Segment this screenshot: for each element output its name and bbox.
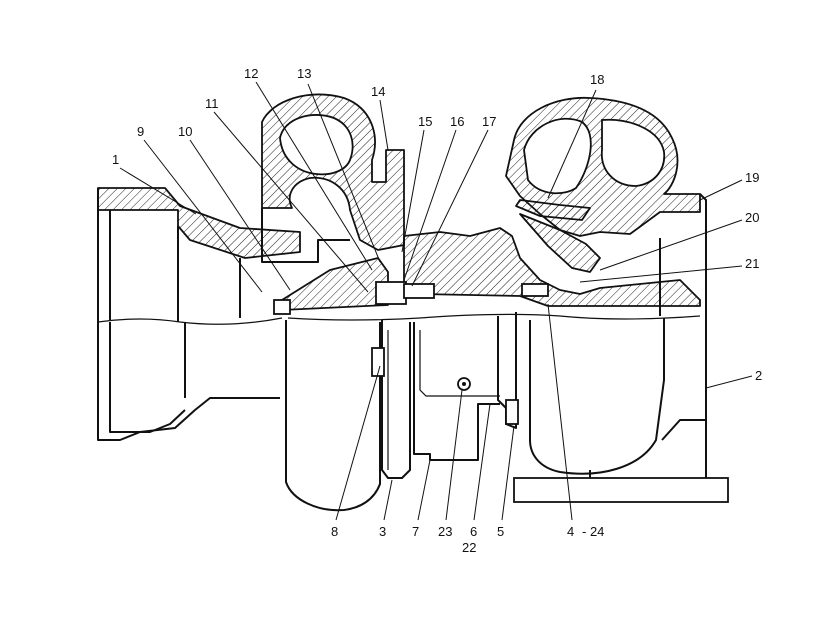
callout-21: 21 bbox=[745, 256, 759, 271]
callout-13: 13 bbox=[297, 66, 311, 81]
callout-11: 11 bbox=[205, 96, 219, 111]
callout-9: 9 bbox=[137, 124, 144, 139]
turbine-wheel bbox=[273, 257, 389, 315]
callout-6: 6 bbox=[470, 524, 477, 539]
callout-1: 1 bbox=[112, 152, 119, 167]
compressor-housing bbox=[513, 193, 729, 503]
callout-3: 3 bbox=[379, 524, 386, 539]
turbine-outlet-body bbox=[285, 320, 411, 512]
callout-19: 19 bbox=[745, 170, 759, 185]
callout-22: 22 bbox=[462, 540, 476, 555]
callout-5: 5 bbox=[497, 524, 504, 539]
callout-16: 16 bbox=[450, 114, 464, 129]
center-bearing-housing bbox=[287, 227, 701, 321]
turbine-inlet-housing bbox=[97, 187, 301, 441]
callout-2: 2 bbox=[755, 368, 762, 383]
callout-17: 17 bbox=[482, 114, 496, 129]
callout-12: 12 bbox=[244, 66, 258, 81]
callout-labels: 1 2 3 4 - 24 5 6 22 7 8 9 10 11 12 13 14… bbox=[112, 66, 762, 555]
callout-18: 18 bbox=[590, 72, 604, 87]
turbine-volute bbox=[261, 93, 405, 263]
oil-drain-section bbox=[413, 312, 519, 461]
callout-24: - 24 bbox=[582, 524, 604, 539]
callout-23: 23 bbox=[438, 524, 452, 539]
callout-20: 20 bbox=[745, 210, 759, 225]
leader-lines bbox=[119, 81, 753, 521]
callout-10: 10 bbox=[178, 124, 192, 139]
callout-15: 15 bbox=[418, 114, 432, 129]
callout-4: 4 bbox=[567, 524, 574, 539]
callout-8: 8 bbox=[331, 524, 338, 539]
compressor-volute bbox=[505, 96, 701, 273]
callout-7: 7 bbox=[412, 524, 419, 539]
callout-14: 14 bbox=[371, 84, 385, 99]
